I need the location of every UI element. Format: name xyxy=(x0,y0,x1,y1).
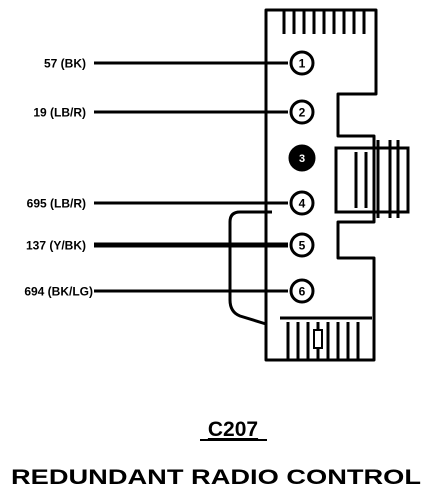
pin-1: 1 xyxy=(289,50,315,76)
connector-id: C207 xyxy=(208,418,258,441)
pin-3-number: 3 xyxy=(299,153,305,165)
top-latch-ribs xyxy=(282,10,366,34)
circuit-label-pin-6: 694 (BK/LG) xyxy=(24,285,93,299)
pin-2: 2 xyxy=(289,99,315,125)
pin-4: 4 xyxy=(289,190,315,216)
connector-housing xyxy=(228,8,378,362)
pin-6-number: 6 xyxy=(299,285,306,299)
pin-4-number: 4 xyxy=(299,197,306,211)
connector-description: REDUNDANT RADIO CONTROL xyxy=(11,466,421,489)
pin-3: 3 xyxy=(288,144,316,172)
circuit-label-pin-5: 137 (Y/BK) xyxy=(26,239,86,253)
pin-2-number: 2 xyxy=(299,106,306,120)
bottom-key-slot xyxy=(313,329,323,349)
side-locking-tab xyxy=(334,140,410,218)
pin-6: 6 xyxy=(289,278,315,304)
pin-1-number: 1 xyxy=(299,57,306,71)
bottom-latch-ribs xyxy=(280,316,372,360)
housing-inner-edge xyxy=(228,210,272,326)
circuit-label-pin-1: 57 (BK) xyxy=(44,57,86,71)
wire-lines xyxy=(94,61,288,293)
pin-5: 5 xyxy=(289,232,315,258)
pin-5-number: 5 xyxy=(299,239,306,253)
circuit-label-pin-2: 19 (LB/R) xyxy=(33,106,86,120)
circuit-label-pin-4: 695 (LB/R) xyxy=(27,197,86,211)
housing-outline xyxy=(264,8,378,362)
